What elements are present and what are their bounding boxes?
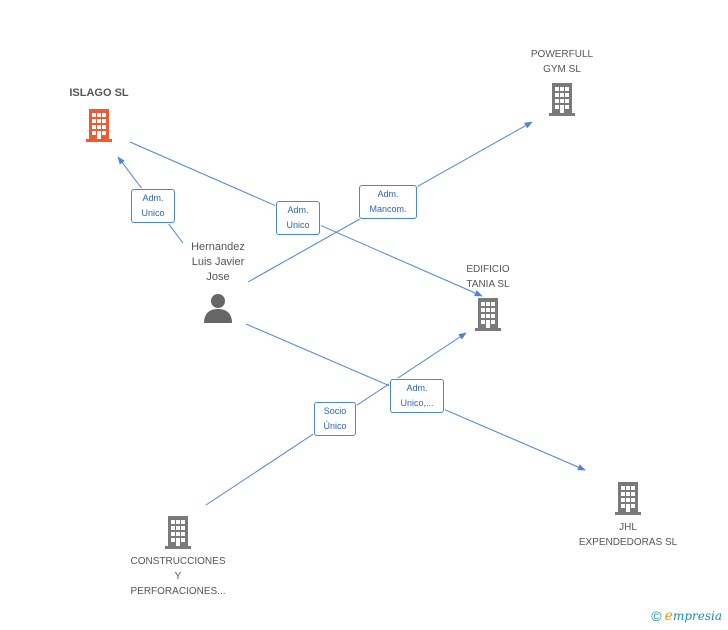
edge-label-person-islago[interactable]: Adm. Unico: [131, 189, 175, 223]
edge-label-person-powerfull[interactable]: Adm. Mancom.: [359, 185, 417, 219]
node-islago-name: ISLAGO SL: [69, 87, 129, 99]
node-islago[interactable]: ISLAGO SL: [54, 86, 144, 143]
edge-label-construcciones-edificio[interactable]: Socio Único: [314, 402, 356, 436]
node-powerfull-name: POWERFULL GYM SL: [530, 49, 594, 75]
node-person-name: Hernandez Luis Javier Jose: [191, 241, 245, 283]
node-powerfull[interactable]: POWERFULL GYM SL: [516, 47, 608, 117]
brand-logo: empresia: [664, 608, 722, 624]
node-jhl[interactable]: JHL EXPENDEDORAS SL: [573, 480, 683, 550]
building-icon: [549, 83, 575, 116]
person-icon: [204, 294, 232, 323]
node-construcciones-name: CONSTRUCCIONES Y PERFORACIONES...: [130, 556, 226, 597]
copyright-icon: ©: [651, 608, 662, 624]
building-icon: [615, 482, 641, 515]
node-jhl-name: JHL EXPENDEDORAS SL: [578, 522, 678, 548]
edge-label-islago-edificio[interactable]: Adm. Unico: [276, 201, 320, 235]
node-person[interactable]: Hernandez Luis Javier Jose: [172, 240, 264, 324]
node-edificio[interactable]: EDIFICIO TANIA SL: [446, 262, 530, 332]
building-icon: [86, 109, 112, 142]
edge-label-person-jhl[interactable]: Adm. Unico,...: [390, 379, 444, 413]
building-icon: [165, 516, 191, 549]
building-icon: [475, 298, 501, 331]
node-construcciones[interactable]: CONSTRUCCIONES Y PERFORACIONES...: [118, 514, 238, 599]
node-edificio-name: EDIFICIO TANIA SL: [466, 264, 510, 290]
brand-footer: © empresia: [651, 608, 722, 624]
